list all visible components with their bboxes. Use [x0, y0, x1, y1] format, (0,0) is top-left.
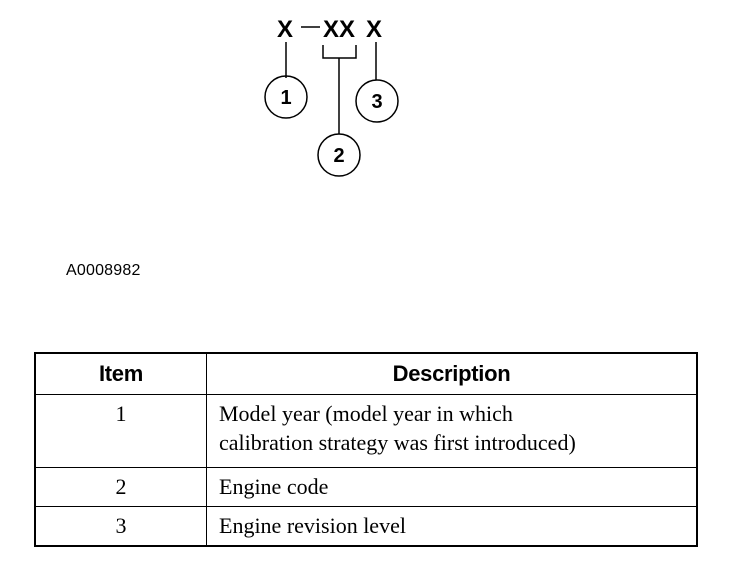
item-number: 1: [34, 394, 207, 468]
table-row: 1 Model year (model year in which calibr…: [34, 394, 698, 468]
callout-circle-3: [355, 79, 399, 123]
code-char-model-year: X: [277, 16, 293, 43]
figure-reference-id: A0008982: [66, 262, 141, 279]
callout-circle-2: [317, 133, 361, 177]
description-line: Engine code: [219, 474, 329, 499]
item-description: Engine code: [206, 467, 698, 507]
callout-circle-1: [264, 75, 308, 119]
calibration-code-diagram: X XX X 1 2 3: [264, 16, 399, 177]
description-line: calibration strategy was first introduce…: [219, 430, 576, 455]
header-description: Description: [206, 352, 698, 395]
callout-number-2: 2: [333, 145, 344, 167]
code-char-revision: X: [366, 16, 382, 43]
code-char-engine-code: XX: [323, 16, 355, 43]
legend-table: Item Description 1 Model year (model yea…: [34, 352, 698, 547]
table-row: 2 Engine code: [34, 467, 698, 507]
item-number: 3: [34, 506, 207, 547]
description-line: Model year (model year in which: [219, 401, 513, 426]
item-number: 2: [34, 467, 207, 507]
callout-number-1: 1: [280, 87, 291, 109]
item-description: Model year (model year in which calibrat…: [206, 394, 698, 468]
legend-header-row: Item Description: [34, 352, 698, 395]
item-description: Engine revision level: [206, 506, 698, 547]
table-row: 3 Engine revision level: [34, 506, 698, 547]
callout-number-3: 3: [371, 91, 382, 113]
description-line: Engine revision level: [219, 513, 406, 538]
bracket-engine-code: [322, 45, 357, 59]
header-item: Item: [34, 352, 207, 395]
